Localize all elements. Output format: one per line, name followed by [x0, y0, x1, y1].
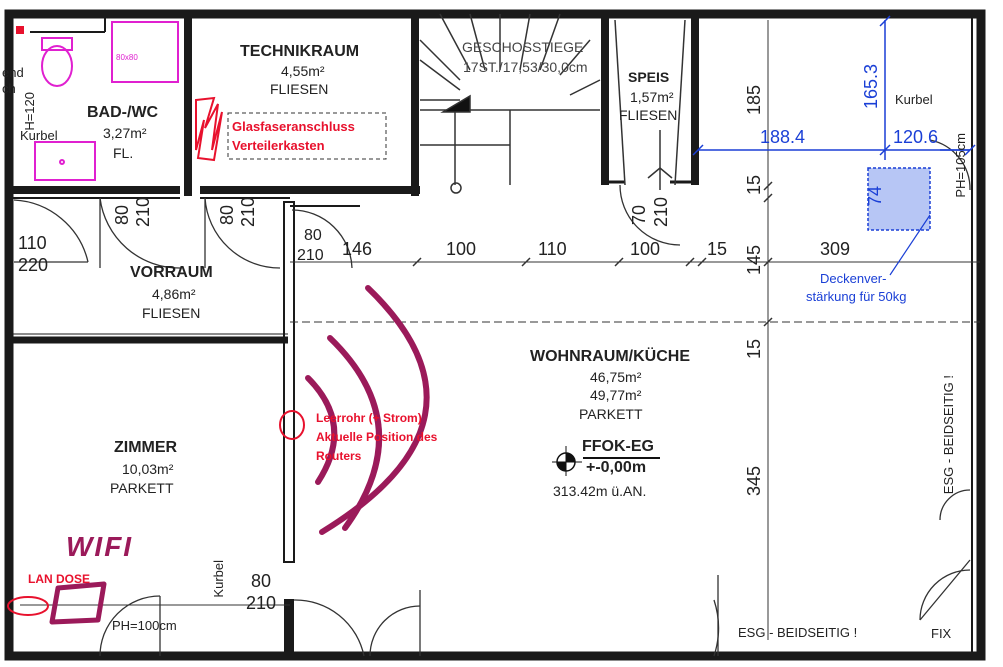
dim-100b: 100: [630, 239, 661, 259]
annotation-wifi: WIFI: [66, 531, 134, 562]
room-floor-wohnraum: PARKETT: [579, 406, 643, 422]
dim-v345: 345: [744, 466, 764, 497]
annotation-leerrohr-2: Aktuelle Position des: [316, 430, 438, 444]
door-speis-width: 70: [629, 205, 649, 226]
room-floor-bad: FL.: [113, 145, 134, 161]
dimension-lines: [20, 20, 980, 640]
annotation-glasfaser-2: Verteilerkasten: [232, 138, 325, 153]
deckenverstaerkung-line1: Deckenver-: [820, 271, 887, 286]
blue-dimensions: [692, 15, 976, 160]
room-name-wohnraum: WOHNRAUM/KÜCHE: [530, 348, 690, 365]
glasfaser-box: [227, 112, 387, 160]
room-floor-technikraum: FLIESEN: [270, 81, 329, 97]
room-name-speis: SPEIS: [628, 69, 670, 85]
door-tech-width: 80: [217, 205, 237, 226]
dim-v15a: 15: [744, 175, 764, 196]
annotation-leerrohr-1: Leerrohr (+ Strom): [316, 411, 422, 425]
label-kurbel-1: Kurbel: [895, 92, 933, 107]
door-zimmer-width: 80: [251, 571, 272, 591]
label-ph100: PH=100cm: [112, 618, 177, 633]
door-wohn-width: 80: [304, 227, 322, 244]
annotation-glasfaser-1: Glasfaseranschluss: [232, 119, 355, 134]
level-value: +-0,00m: [586, 459, 647, 476]
speis-stair: [614, 19, 686, 190]
dim-v15b: 15: [744, 339, 764, 360]
label-edge-2: ch: [2, 81, 16, 96]
door-wohn-height: 210: [297, 247, 324, 264]
room-area-bad: 3,27m²: [103, 125, 147, 141]
room-area-vorraum: 4,86m²: [152, 286, 196, 302]
door-speis-height: 210: [651, 197, 671, 228]
dim-146: 146: [342, 239, 373, 259]
red-marker: [16, 26, 24, 34]
dim-v145: 145: [744, 245, 764, 276]
door-swings: [13, 139, 971, 657]
door-zimmer-height: 210: [246, 593, 277, 613]
dim-v185: 185: [744, 85, 764, 116]
annotation-lan-dose: LAN DOSE: [28, 572, 91, 586]
room-area1-wohnraum: 46,75m²: [590, 369, 642, 385]
label-kurbel-2: Kurbel: [20, 128, 58, 143]
dim-15a: 15: [707, 239, 728, 259]
dim-110: 110: [538, 239, 567, 259]
door-entry-height: 220: [18, 255, 49, 275]
label-kurbel-3: Kurbel: [211, 560, 226, 598]
blue-dim-120: 120.6: [893, 127, 939, 147]
deckenverstaerkung-area: [867, 167, 931, 231]
level-label: FFOK-EG: [582, 438, 654, 455]
room-floor-zimmer: PARKETT: [110, 480, 174, 496]
deckenverstaerkung-line2: stärkung für 50kg: [806, 289, 907, 304]
dim-309: 309: [820, 239, 851, 259]
room-floor-speis: FLIESEN: [619, 107, 678, 123]
door-bad-width: 80: [112, 205, 132, 226]
sanitary-fixtures: [34, 21, 179, 181]
label-ph105: PH=105cm: [953, 133, 968, 198]
label-edge-1: end: [2, 65, 24, 80]
deckenverstaerkung-leader: [889, 214, 931, 276]
room-floor-vorraum: FLIESEN: [142, 305, 201, 321]
room-name-technikraum: TECHNIKRAUM: [240, 43, 360, 60]
blue-dim-74: 74: [865, 186, 885, 207]
level-absolute: 313.42m ü.AN.: [553, 483, 647, 499]
walls: [4, 9, 986, 661]
room-area-zimmer: 10,03m²: [122, 461, 174, 477]
room-area-speis: 1,57m²: [630, 89, 674, 105]
label-esg-bottom: ESG - BEIDSEITIG !: [738, 625, 858, 640]
lan-dose-mark: [7, 596, 49, 616]
room-detail-geschosstiege: 17ST./17,53/30,0cm: [463, 59, 588, 75]
room-name-vorraum: VORRAUM: [130, 264, 213, 281]
door-entry-width: 110: [18, 233, 47, 253]
level-symbol: [552, 446, 660, 476]
room-area2-wohnraum: 49,77m²: [590, 387, 642, 403]
dim-100a: 100: [446, 239, 477, 259]
room-area-technikraum: 4,55m²: [281, 63, 325, 79]
annotation-leerrohr-3: Routers: [316, 449, 362, 463]
lan-dose-box: [49, 581, 107, 625]
dimension-ticks: [412, 181, 773, 327]
staircase: [419, 13, 601, 194]
label-80x80: 80x80: [116, 53, 138, 62]
label-esg-right: ESG - BEIDSEITIG !: [941, 375, 956, 495]
room-name-bad: BAD-/WC: [87, 104, 159, 121]
room-name-geschosstiege: GESCHOSSTIEGE: [462, 39, 584, 55]
label-h120: H=120: [22, 92, 37, 131]
router-position-mark: [279, 410, 305, 440]
glasfaser-scribble: [195, 96, 223, 162]
blue-dim-188: 188.4: [760, 127, 806, 147]
blue-dim-165: 165.3: [861, 64, 881, 110]
door-bad-height: 210: [133, 197, 153, 228]
room-name-zimmer: ZIMMER: [114, 439, 178, 456]
door-tech-height: 210: [238, 197, 258, 228]
label-fix: FIX: [931, 626, 952, 641]
wifi-signal-arcs: [305, 285, 430, 535]
